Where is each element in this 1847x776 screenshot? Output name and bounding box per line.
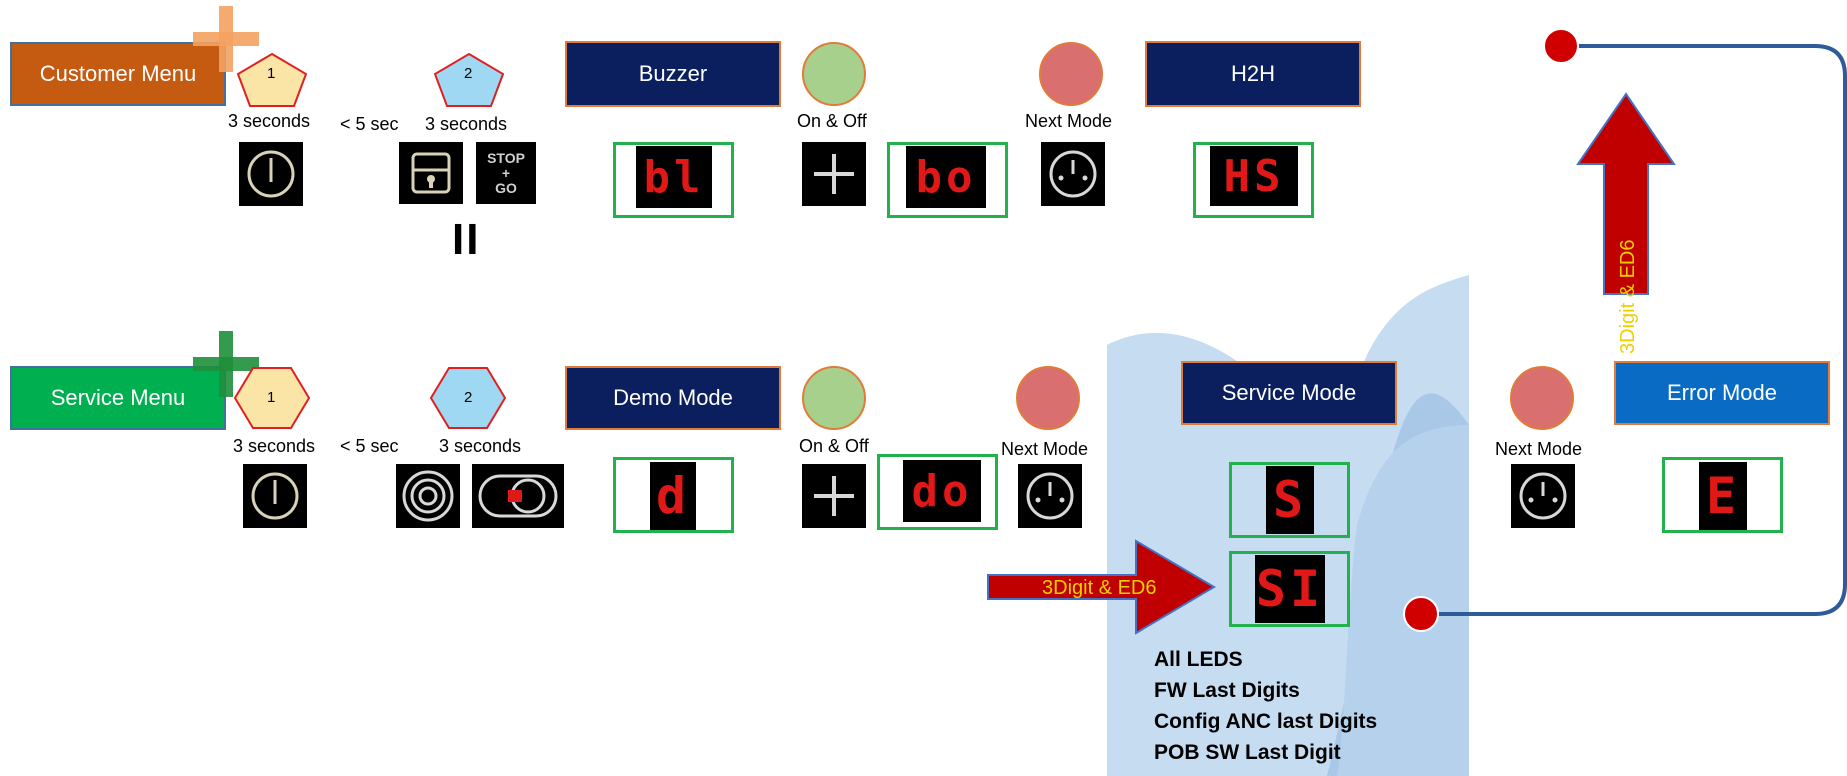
service-onoff-display: do [903, 460, 981, 522]
service-onoff-indicator [802, 366, 866, 430]
service-menu-box[interactable]: Service Menu [10, 366, 226, 430]
customer-next-button[interactable] [1041, 142, 1105, 206]
customer-onoff-label: On & Off [797, 111, 867, 131]
service-program-button[interactable] [396, 464, 460, 528]
stop-go-icon-label: STOP + GO [487, 149, 525, 196]
concentric-rings-icon [402, 470, 454, 522]
service-display-frame [1229, 462, 1350, 538]
error-mode-label: Error Mode [1666, 380, 1778, 405]
service-mode-box[interactable]: Service Mode [1181, 361, 1397, 425]
service-onoff-display-frame [877, 454, 998, 530]
service-plus-button[interactable] [802, 464, 866, 528]
customer-step1-pentagon [236, 52, 308, 107]
customer-onoff-indicator [802, 42, 866, 106]
up-arrow-label: 3Digit & ED6 [1617, 240, 1639, 355]
power-icon [251, 472, 299, 520]
customer-onoff-display-frame [887, 142, 1008, 218]
power-icon [247, 150, 295, 198]
error-mode-box[interactable]: Error Mode [1614, 361, 1830, 425]
customer-next-indicator [1039, 42, 1103, 106]
h2h-mode-label: H2H [1230, 61, 1275, 86]
up-arrow: 3Digit & ED6 [1576, 92, 1676, 354]
note-pob-sw: POB SW Last Digit [1154, 741, 1341, 764]
error-next-label: Next Mode [1495, 439, 1583, 459]
buzzer-mode-box[interactable]: Buzzer [565, 41, 781, 107]
mode-dial-icon [1026, 472, 1074, 520]
service-gap-label: < 5 sec [340, 436, 399, 456]
customer-power-button[interactable] [239, 142, 303, 206]
service-step2-number: 2 [464, 389, 473, 406]
note-all-leds: All LEDS [1154, 648, 1243, 671]
customer-step1-number: 1 [267, 65, 276, 82]
customer-menu-label: Customer Menu [39, 61, 197, 86]
service-onoff-label: On & Off [799, 436, 869, 456]
customer-onoff-display: bo [906, 146, 986, 208]
customer-gap-label: < 5 sec [340, 114, 399, 134]
toggle-switch-icon [478, 474, 558, 518]
customer-stop-go-button[interactable]: STOP + GO [476, 142, 536, 204]
buzzer-display: bl [636, 146, 712, 208]
service-toggle-button[interactable] [472, 464, 564, 528]
service-next-indicator [1016, 366, 1080, 430]
service-next-button[interactable] [1018, 464, 1082, 528]
error-next-button[interactable] [1511, 464, 1575, 528]
customer-step2-pentagon [433, 52, 505, 107]
demo-display: d [650, 462, 696, 530]
customer-step2-number: 2 [464, 65, 473, 82]
customer-next-label: Next Mode [1025, 111, 1113, 131]
demo-mode-label: Demo Mode [613, 385, 733, 410]
service-mode-label: Service Mode [1221, 380, 1357, 405]
service-sub-display-frame [1229, 551, 1350, 627]
right-arrow-label: 3Digit & ED6 [1042, 577, 1157, 599]
customer-plus-button[interactable] [802, 142, 866, 206]
plus-icon [814, 154, 854, 194]
buzzer-mode-label: Buzzer [638, 61, 708, 86]
error-display: E [1699, 462, 1747, 530]
service-step1-time: 3 seconds [233, 436, 316, 456]
customer-menu-box[interactable]: Customer Menu [10, 42, 226, 106]
plus-icon [814, 476, 854, 516]
h2h-mode-box[interactable]: H2H [1145, 41, 1361, 107]
demo-mode-box[interactable]: Demo Mode [565, 366, 781, 430]
note-config-anc: Config ANC last Digits [1154, 710, 1378, 733]
right-arrow: 3Digit & ED6 [987, 539, 1216, 635]
service-display: S [1266, 466, 1314, 534]
service-step1-hexagon [233, 367, 311, 429]
service-plus-icon [193, 331, 259, 397]
mode-dial-icon [1049, 150, 1097, 198]
connector-dot-top [1543, 28, 1579, 64]
h2h-display: HS [1210, 146, 1298, 206]
service-step2-time: 3 seconds [439, 436, 522, 456]
separator-mark: II [452, 215, 481, 264]
child-lock-icon [411, 152, 451, 194]
connector-dot-bottom [1403, 596, 1439, 632]
service-next-label: Next Mode [1001, 439, 1089, 459]
customer-step1-time: 3 seconds [228, 111, 311, 131]
service-step2-hexagon [429, 367, 507, 429]
service-power-button[interactable] [243, 464, 307, 528]
customer-lock-button[interactable] [399, 142, 463, 204]
service-sub-display: SI [1255, 555, 1325, 623]
h2h-display-frame [1193, 142, 1314, 218]
customer-step2-time: 3 seconds [425, 114, 508, 134]
note-fw-last-digits: FW Last Digits [1154, 679, 1300, 702]
customer-plus-icon [193, 6, 259, 72]
service-step1-number: 1 [267, 389, 276, 406]
service-notes: All LEDS FW Last Digits Config ANC last … [1154, 644, 1377, 768]
demo-display-frame [613, 457, 734, 533]
error-display-frame [1662, 457, 1783, 533]
error-next-indicator [1510, 366, 1574, 430]
buzzer-display-frame [613, 142, 734, 218]
mode-dial-icon [1519, 472, 1567, 520]
service-menu-label: Service Menu [50, 385, 186, 410]
